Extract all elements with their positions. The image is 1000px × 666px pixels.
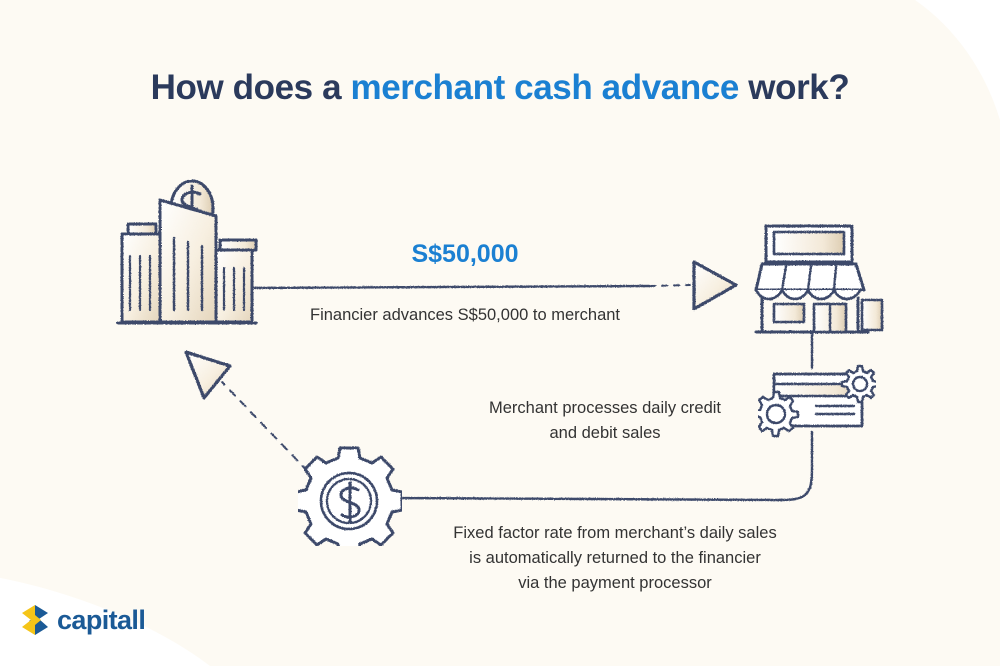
brand-logo[interactable]: capitall (20, 604, 146, 636)
arrow-right-triangle-icon (692, 260, 738, 311)
step-3-caption-line2: is automatically returned to the financi… (469, 549, 761, 568)
step-3-caption-line1: Fixed factor rate from merchant’s daily … (453, 524, 777, 542)
step-2-caption: Merchant processes daily credit and debi… (455, 396, 755, 446)
gear-dollar-icon (298, 446, 402, 546)
step-3-caption-line3: via the payment processor (518, 574, 712, 593)
arrow-upleft-triangle-icon (184, 350, 232, 400)
page-title-part1: How does a (150, 68, 351, 107)
capitall-chevron-logo-mark (22, 605, 48, 635)
page-title-accent: merchant cash advance (350, 68, 739, 107)
storefront-icon (754, 224, 884, 334)
step-2-caption-line1: Merchant processes daily credit (488, 399, 721, 417)
page-title: How does a merchant cash advance work? (0, 68, 1000, 108)
credit-card-gears-icon (758, 364, 876, 438)
step-3-caption: Fixed factor rate from merchant’s daily … (400, 521, 830, 596)
office-building-dollar-icon (116, 179, 258, 325)
page-title-part2: work? (738, 68, 850, 107)
step-1-caption: Financier advances S$50,000 to merchant (309, 306, 621, 324)
step-2-caption-line2: and debit sales (549, 423, 661, 442)
advance-amount-label: S$50,000 (411, 240, 519, 268)
brand-logo-text: capitall (57, 604, 146, 635)
